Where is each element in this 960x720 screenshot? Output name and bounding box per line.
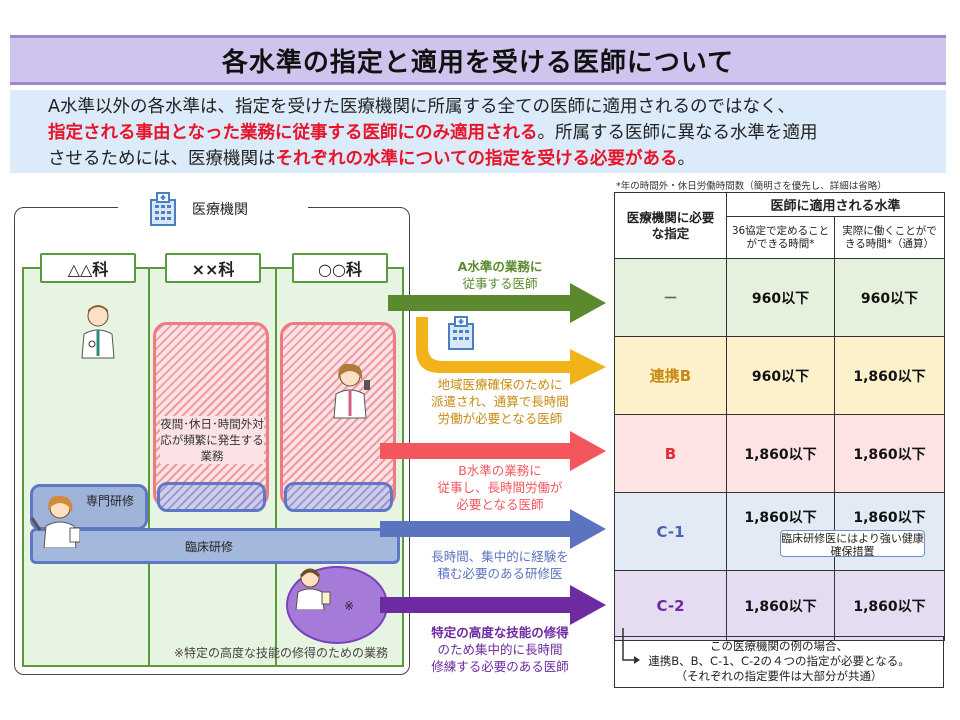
- renkei-text-3: 労働が必要となる医師: [437, 411, 563, 426]
- c2-text-3: 修練する必要のある医師: [431, 659, 569, 674]
- intro-p1: A水準以外の各水準は、指定を受けた医療機関に所属する全ての医師に適用されるのでは…: [48, 97, 795, 117]
- senmon-label: 専門研修: [86, 494, 135, 508]
- page-title: 各水準の指定と適用を受ける医師について: [221, 47, 735, 78]
- overlap-area-1: [157, 482, 266, 512]
- senior-doctor-icon: [295, 568, 331, 610]
- b-text-1: B水準の業務に: [458, 463, 542, 478]
- row-name-c2: C-2: [614, 570, 727, 641]
- row-a-v2: 960以下: [833, 258, 946, 337]
- c1-text-2: 積む必要のある研修医: [437, 566, 563, 581]
- row-b-v2: 1,860以下: [833, 414, 946, 493]
- bottom-note-1: この医療機関の例の場合、: [710, 639, 848, 653]
- corner-arrow-icon: [622, 628, 640, 664]
- row-name-renkei: 連携B: [614, 336, 727, 415]
- intro-line-3: させるためには、医療機関はそれぞれの水準についての指定を受ける必要がある。: [48, 146, 946, 172]
- bottom-note-3: （それぞれの指定要件は大部分が共通）: [675, 669, 883, 683]
- table-row: B 1,860以下 1,860以下: [614, 414, 946, 493]
- row-c2-v1: 1,860以下: [726, 570, 835, 641]
- table-row: 連携B 960以下 1,860以下: [614, 336, 946, 415]
- col1-header: 医療機関に必要な指定: [614, 192, 727, 259]
- intro-p2-red: 指定される事由となった業務に従事する医師にのみ適用される: [48, 123, 538, 143]
- row-a-v1: 960以下: [726, 258, 835, 337]
- rinsho-label: 臨床研修: [185, 540, 234, 554]
- intro-line-1: A水準以外の各水準は、指定を受けた医療機関に所属する全ての医師に適用されるのでは…: [48, 94, 946, 120]
- c2-arrow: [380, 585, 606, 625]
- title-bar: 各水準の指定と適用を受ける医師について: [10, 35, 946, 85]
- night-work-label: 夜間･休日･時間外対応が頻繁に発生する業務: [160, 416, 264, 464]
- hospital-label-wrap: 医療機関: [118, 192, 308, 226]
- skill-mark: ※: [344, 599, 355, 613]
- a-arrow-text: A水準の業務に 従事する医師: [420, 258, 580, 292]
- dept-divider: [275, 267, 277, 667]
- doctor-female-icon: [333, 363, 370, 419]
- renkei-arrow-text: 地域医療確保のために 派遣され、通算で長時間 労働が必要となる医師: [412, 376, 588, 427]
- bottom-note: この医療機関の例の場合、 連携B、B、C-1、C-2の４つの指定が必要となる。 …: [614, 636, 944, 688]
- c2-text-2: のため集中的に長時間: [437, 642, 563, 657]
- arrows-layer: [380, 283, 606, 625]
- intro-p2-rest: 。所属する医師に異なる水準を適用: [537, 123, 818, 143]
- skill-note: ※特定の高度な技能の修得のための業務: [174, 646, 389, 660]
- resident-icon: [30, 495, 80, 548]
- bottom-note-2: 連携B、B、C-1、C-2の４つの指定が必要となる。: [648, 654, 910, 668]
- c1-note: 臨床研修医にはより強い健康確保措置: [780, 530, 925, 558]
- b-text-3: 必要となる医師: [456, 497, 544, 512]
- row-b-v1: 1,860以下: [726, 414, 835, 493]
- intro-p3-end: 。: [677, 149, 695, 169]
- c1-arrow: [380, 509, 606, 549]
- table-row: C-2 1,860以下 1,860以下: [614, 570, 946, 641]
- row-c1-v1: 1,860以下: [726, 492, 835, 571]
- col2-header: 36協定で定めることができる時間*: [726, 216, 835, 259]
- b-arrow-text: B水準の業務に 従事し、長時間労働が 必要となる医師: [412, 462, 588, 513]
- doctor-male-icon: [81, 305, 115, 359]
- renkei-b-arrow: [416, 317, 606, 385]
- table-row: C-1 1,860以下 1,860以下: [614, 492, 946, 571]
- renkei-text-1: 地域医療確保のために: [437, 377, 563, 392]
- c2-arrow-text: 特定の高度な技能の修得 のため集中的に長時間 修練する必要のある医師: [408, 624, 592, 675]
- hospital-icon: [150, 192, 176, 226]
- row-name-b: B: [614, 414, 727, 493]
- dept-label-1: △△科: [40, 253, 136, 283]
- row-renkei-v1: 960以下: [726, 336, 835, 415]
- col3-header: 実際に働くことができる時間*（通算）: [833, 216, 946, 259]
- group-header: 医師に適用される水準: [725, 192, 946, 217]
- dept-label-2: ××科: [165, 253, 261, 283]
- intro-p3: させるためには、医療機関は: [48, 149, 276, 169]
- row-name-c1: C-1: [614, 492, 727, 571]
- intro-p3-red: それぞれの水準についての指定を受ける必要がある: [275, 149, 678, 169]
- designation-table: 医療機関に必要な指定 医師に適用される水準 36協定で定めることができる時間* …: [614, 192, 946, 641]
- a-text-2: 従事する医師: [462, 276, 538, 291]
- intro-line-2: 指定される事由となった業務に従事する医師にのみ適用される。所属する医師に異なる水…: [48, 120, 946, 146]
- rinsho-kenshu-box: [30, 528, 400, 564]
- row-name-a: －: [614, 258, 727, 337]
- row-c2-v2: 1,860以下: [833, 570, 946, 641]
- dept-label-3: ○○科: [292, 253, 388, 283]
- a-text-1: A水準の業務に: [457, 259, 543, 274]
- hospital-label: 医療機関: [192, 202, 248, 218]
- c1-text-1: 長時間、集中的に経験を: [431, 549, 569, 564]
- b-arrow: [380, 431, 606, 471]
- renkei-text-2: 派遣され、通算で長時間: [431, 394, 569, 409]
- table-row: － 960以下 960以下: [614, 258, 946, 337]
- a-arrow: [388, 283, 606, 323]
- dept-divider: [148, 267, 150, 667]
- overlap-area-2: [284, 482, 393, 512]
- table-note: *年の時間外・休日労働時間数（簡明さを優先し、詳細は省略）: [616, 181, 887, 192]
- c2-text-1: 特定の高度な技能の修得: [431, 625, 569, 640]
- intro-text: A水準以外の各水準は、指定を受けた医療機関に所属する全ての医師に適用されるのでは…: [10, 90, 946, 173]
- b-text-2: 従事し、長時間労働が: [437, 480, 563, 495]
- c1-arrow-text: 長時間、集中的に経験を 積む必要のある研修医: [412, 548, 588, 582]
- hospital-icon: [448, 316, 474, 350]
- b-work-area-1: [153, 322, 269, 508]
- row-renkei-v2: 1,860以下: [833, 336, 946, 415]
